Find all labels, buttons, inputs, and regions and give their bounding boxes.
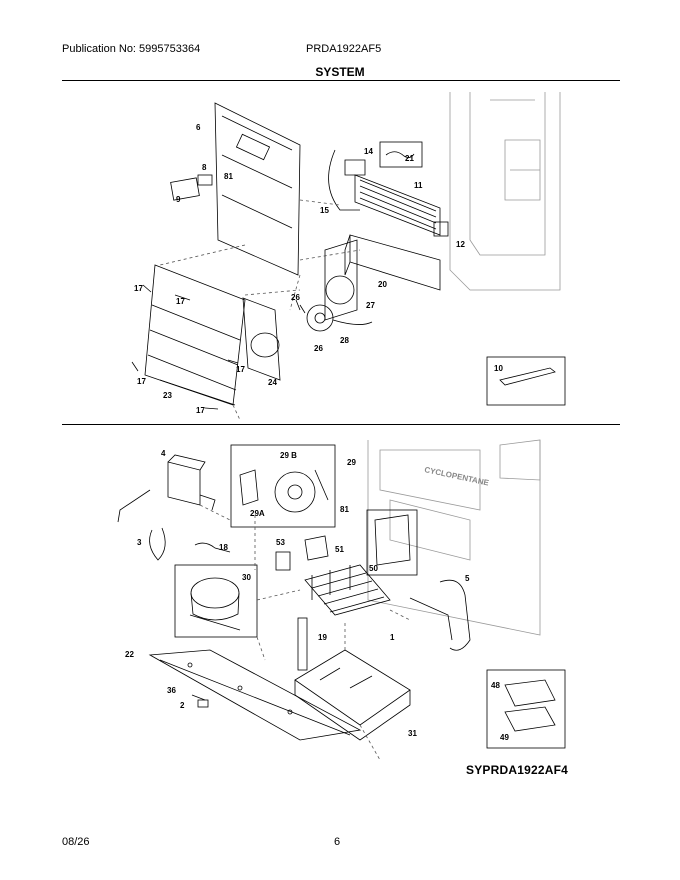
callout-18: 18 [219, 543, 228, 552]
callout-6: 6 [196, 123, 201, 132]
model-number: PRDA1922AF5 [306, 43, 382, 55]
page-number: 6 [334, 836, 341, 848]
callout-10: 10 [494, 364, 503, 373]
clip-2 [197, 699, 209, 708]
inset-box-48-49 [486, 669, 566, 749]
callout-17d: 17 [137, 377, 146, 386]
callout-17b: 17 [176, 297, 185, 306]
upper-cabinet-liner [449, 92, 561, 291]
fan-bracket-27 [324, 239, 358, 321]
callout-19: 19 [318, 633, 327, 642]
section-divider [62, 424, 620, 425]
callout-30: 30 [242, 573, 251, 582]
callout-11: 11 [414, 181, 423, 190]
callout-26b: 26 [314, 344, 323, 353]
callout-17e: 17 [196, 406, 205, 415]
diagram-code: SYPRDA1922AF4 [466, 763, 568, 777]
callout-1: 1 [390, 633, 395, 642]
callout-50: 50 [369, 564, 378, 573]
lower-dashed-leaders [199, 504, 411, 761]
callout-36: 36 [167, 686, 176, 695]
callout-17c: 17 [236, 365, 245, 374]
drier-19 [297, 617, 308, 671]
start-relay-4 [117, 454, 216, 523]
callout-5: 5 [465, 574, 470, 583]
condenser-fan-29 [239, 469, 329, 513]
header-divider [62, 80, 620, 81]
callout-23: 23 [163, 391, 172, 400]
inset-box-50 [366, 509, 418, 576]
inset-box-21 [379, 141, 423, 168]
heater-10 [499, 367, 556, 386]
evaporator-cover-panel [214, 102, 301, 276]
rear-panel-23 [144, 264, 246, 406]
callout-8: 8 [202, 163, 207, 172]
callout-48: 48 [491, 681, 500, 690]
callout-12: 12 [456, 240, 465, 249]
callout-14: 14 [364, 147, 373, 156]
compressor-30 [189, 577, 241, 631]
fan-shroud-24 [242, 297, 281, 381]
tube-18 [194, 542, 231, 553]
callout-49: 49 [500, 733, 509, 742]
lower-callouts: 4 29 29 B 29A 81 3 18 53 51 50 5 30 1 19… [125, 449, 509, 742]
inset-box-29 [230, 444, 336, 528]
callout-29a: 29A [250, 509, 265, 518]
footer-date: 08/26 [62, 836, 90, 848]
tube-3 [149, 527, 166, 561]
callout-28: 28 [340, 336, 349, 345]
fan-motor-28 [306, 304, 373, 332]
callout-27: 27 [366, 301, 375, 310]
upper-callouts: 6 8 81 9 14 21 11 15 12 20 17 17 26 27 2… [134, 123, 503, 415]
callout-2: 2 [180, 701, 185, 710]
lower-cabinet-rear [367, 439, 541, 636]
solenoid-51 [304, 535, 329, 561]
callout-9: 9 [176, 195, 181, 204]
callout-81-lower: 81 [340, 505, 349, 514]
publication-number: Publication No: 5995753364 [62, 43, 201, 55]
drain-pan-31 [294, 649, 411, 741]
callout-31: 31 [408, 729, 417, 738]
condenser-coil-1 [304, 564, 391, 616]
callout-3: 3 [137, 538, 142, 547]
callout-81: 81 [224, 172, 233, 181]
evaporator-coil-11 [328, 149, 441, 236]
wiring-harness-5 [409, 579, 471, 651]
control-bracket-8-9 [170, 174, 213, 201]
callout-29b: 29 B [280, 451, 297, 460]
upper-dashed-leaders [159, 199, 361, 421]
drain-trough-20 [344, 234, 441, 291]
tube-21 [385, 151, 415, 158]
callout-20: 20 [378, 280, 387, 289]
callout-24: 24 [268, 378, 277, 387]
callout-22: 22 [125, 650, 134, 659]
valve-53 [275, 551, 291, 571]
callout-17a: 17 [134, 284, 143, 293]
screw-36 [191, 694, 206, 701]
drain-cap-48-49 [504, 679, 556, 732]
callout-26a: 26 [291, 293, 300, 302]
inset-box-10 [486, 356, 566, 406]
screws-17 [131, 284, 306, 410]
callout-4: 4 [161, 449, 166, 458]
base-rail-22 [148, 649, 362, 741]
callout-15: 15 [320, 206, 329, 215]
callout-51: 51 [335, 545, 344, 554]
inset-box-30 [174, 564, 258, 638]
control-board-50 [374, 514, 411, 566]
section-title: SYSTEM [315, 65, 365, 79]
defrost-limiter-12 [433, 221, 449, 237]
callout-53: 53 [276, 538, 285, 547]
callout-29: 29 [347, 458, 356, 467]
callout-21: 21 [405, 154, 414, 163]
